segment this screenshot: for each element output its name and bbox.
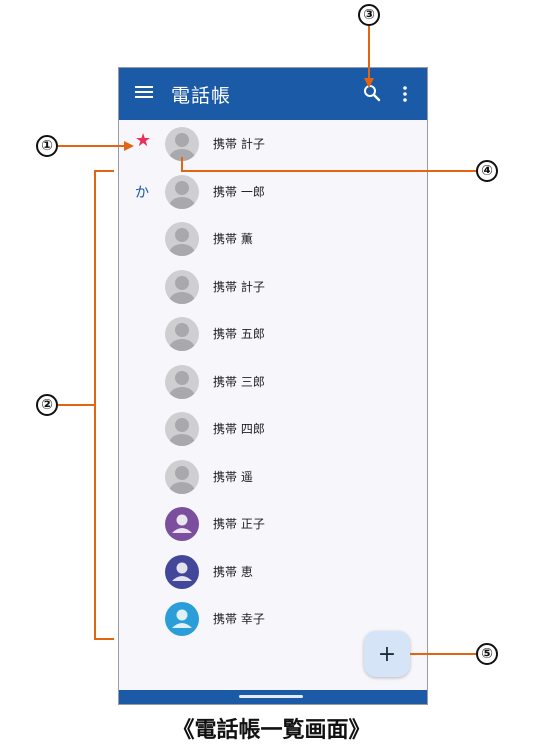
contact-avatar[interactable] — [165, 222, 199, 256]
contact-avatar[interactable] — [165, 317, 199, 351]
contact-row[interactable]: 携帯 三郎 — [119, 358, 427, 406]
contact-avatar[interactable] — [165, 602, 199, 636]
contact-avatar[interactable] — [165, 412, 199, 446]
home-gesture-pill[interactable] — [239, 695, 303, 698]
contact-name: 携帯 計子 — [213, 137, 265, 151]
contact-name: 携帯 遥 — [213, 469, 253, 484]
contact-row[interactable]: 携帯 遥 — [119, 453, 427, 501]
contact-avatar[interactable] — [165, 364, 199, 399]
contact-row[interactable]: 携帯 四郎 — [119, 405, 427, 453]
contact-name: 携帯 薫 — [213, 232, 253, 246]
contact-name: 携帯 五郎 — [213, 327, 265, 341]
add-icon: + — [377, 641, 397, 667]
contact-row[interactable]: 携帯 正子 — [119, 500, 427, 548]
contact-avatar[interactable] — [165, 127, 199, 161]
contact-name: 携帯 四郎 — [213, 422, 265, 436]
callout-3: ③ — [358, 4, 380, 26]
app-title: 電話帳 — [171, 85, 232, 107]
contact-avatar[interactable] — [165, 507, 199, 541]
callout-2-bracket-bottom — [94, 638, 114, 640]
app-bar: 電話帳 — [119, 68, 427, 120]
contact-row[interactable]: 携帯 計子 — [119, 263, 427, 311]
callout-3-line — [368, 26, 370, 80]
callout-1-arrow — [124, 141, 134, 151]
contact-avatar[interactable] — [165, 554, 199, 589]
contact-row[interactable]: 携帯 薫 — [119, 215, 427, 263]
callout-4-line-h — [181, 170, 476, 172]
contact-row[interactable]: ★ 携帯 計子 — [119, 120, 427, 168]
callout-4-line-v — [181, 157, 183, 172]
contact-name: 携帯 正子 — [213, 517, 265, 531]
menu-icon[interactable] — [135, 83, 153, 101]
callout-4: ④ — [476, 160, 498, 182]
contact-avatar[interactable] — [165, 459, 199, 494]
section-index-label: か — [135, 184, 149, 201]
contact-name: 携帯 恵 — [213, 564, 253, 579]
contact-row[interactable]: 携帯 五郎 — [119, 310, 427, 358]
contact-name: 携帯 一郎 — [213, 184, 265, 199]
callout-3-arrow — [364, 78, 374, 88]
callout-5-line — [410, 653, 476, 655]
callout-1: ① — [36, 135, 58, 157]
contact-row[interactable]: か 携帯 一郎 — [119, 168, 427, 216]
contact-row[interactable]: 携帯 幸子 — [119, 595, 427, 643]
callout-5: ⑤ — [476, 643, 498, 665]
more-vert-icon[interactable] — [399, 82, 411, 106]
contact-name: 携帯 幸子 — [213, 612, 265, 626]
navigation-bar — [119, 690, 427, 704]
figure-caption: 《電話帳一覧画面》 — [172, 718, 371, 743]
add-contact-button[interactable]: + — [364, 631, 410, 677]
callout-2-bracket-top — [94, 170, 114, 172]
contact-avatar[interactable] — [165, 174, 199, 209]
contact-avatar[interactable] — [165, 269, 199, 304]
contact-row[interactable]: 携帯 恵 — [119, 548, 427, 596]
contact-name: 携帯 三郎 — [213, 374, 265, 389]
favorite-star-icon: ★ — [135, 130, 152, 151]
phone-screen: 電話帳 ★携帯 計子か携帯 一郎携帯 薫携帯 計子携帯 五郎携帯 三郎携帯 四郎… — [118, 67, 428, 705]
callout-2: ② — [36, 394, 58, 416]
contact-name: 携帯 計子 — [213, 279, 265, 294]
callout-1-line — [58, 145, 130, 147]
callout-2-line — [58, 404, 96, 406]
